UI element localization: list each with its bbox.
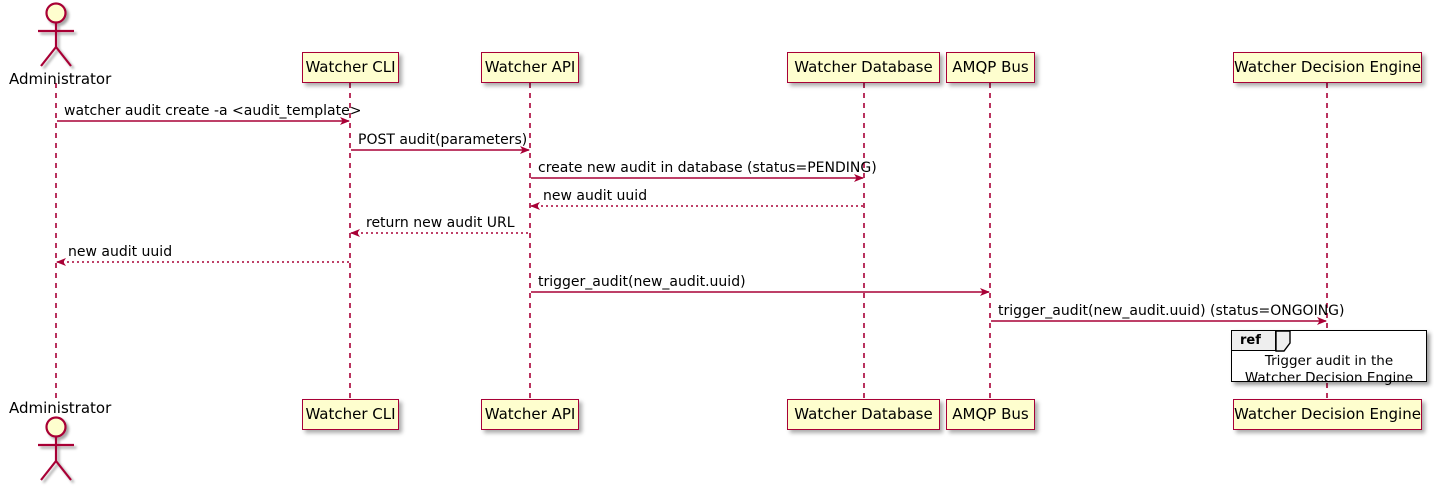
ref-fragment-keyword: ref	[1240, 333, 1261, 348]
participant-label: AMQP Bus	[952, 58, 1029, 76]
participant-label: Watcher Database	[794, 58, 933, 76]
message-label-5: return new audit URL	[366, 215, 515, 231]
participant-header-watcher-decision-engine[interactable]: Watcher Decision Engine	[1233, 52, 1422, 83]
participant-label: Watcher Decision Engine	[1234, 405, 1421, 423]
message-label-6: new audit uuid	[68, 244, 173, 260]
participant-header-amqp-bus[interactable]: AMQP Bus	[946, 52, 1035, 83]
actor-label-administrator-bottom: Administrator	[9, 399, 112, 417]
ref-fragment-body: Trigger audit in the Watcher Decision En…	[1232, 353, 1426, 387]
message-label-2: POST audit(parameters)	[358, 132, 528, 148]
participant-label: Watcher API	[484, 58, 576, 76]
ref-fragment-line-1: Trigger audit in the	[1264, 353, 1394, 369]
participant-footer-watcher-cli[interactable]: Watcher CLI	[302, 399, 399, 430]
participant-header-watcher-api[interactable]: Watcher API	[481, 52, 579, 83]
actor-figure-bottom	[38, 416, 74, 481]
participant-header-watcher-database[interactable]: Watcher Database	[787, 52, 940, 83]
message-arrows	[56, 117, 1327, 325]
participant-label: Watcher API	[484, 405, 576, 423]
participant-label: Watcher CLI	[305, 405, 396, 423]
actor-figure-top	[38, 2, 74, 67]
message-label-3: create new audit in database (status=PEN…	[538, 160, 877, 176]
participant-label: AMQP Bus	[952, 405, 1029, 423]
ref-fragment-line-2: Watcher Decision Engine	[1244, 369, 1414, 386]
participant-footer-watcher-database[interactable]: Watcher Database	[787, 399, 940, 430]
message-label-7: trigger_audit(new_audit.uuid)	[538, 274, 746, 290]
ref-fragment[interactable]: ref Trigger audit in the Watcher Decisio…	[1231, 330, 1427, 386]
participant-label: Watcher CLI	[305, 58, 396, 76]
participant-footer-watcher-api[interactable]: Watcher API	[481, 399, 579, 430]
participant-label: Watcher Database	[794, 405, 933, 423]
message-label-8: trigger_audit(new_audit.uuid) (status=ON…	[998, 303, 1345, 319]
lifelines	[55, 83, 1328, 398]
ref-fragment-keyword-tab: ref	[1232, 331, 1276, 351]
message-label-1: watcher audit create -a <audit_template>	[64, 103, 362, 119]
actor-label-administrator-top: Administrator	[9, 70, 112, 88]
message-label-4: new audit uuid	[543, 188, 648, 204]
participant-footer-watcher-decision-engine[interactable]: Watcher Decision Engine	[1233, 399, 1422, 430]
participant-footer-amqp-bus[interactable]: AMQP Bus	[946, 399, 1035, 430]
participant-header-watcher-cli[interactable]: Watcher CLI	[302, 52, 399, 83]
participant-label: Watcher Decision Engine	[1234, 58, 1421, 76]
